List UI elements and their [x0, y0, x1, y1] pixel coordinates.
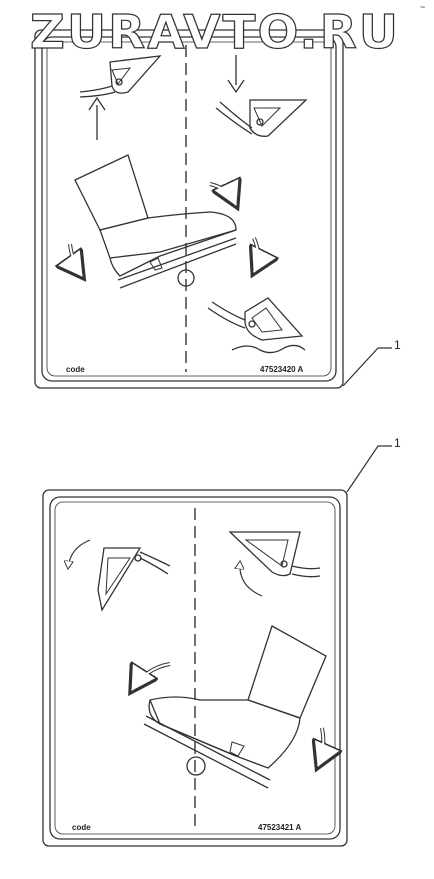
boot-icon: [143, 625, 327, 789]
decal-bottom-code-label: code: [72, 823, 91, 832]
lever-released-icon: [79, 55, 162, 98]
pivot-icon: [177, 269, 195, 287]
curved-arrow-top-right-icon: [240, 562, 263, 597]
callout-number-top: 1: [394, 338, 401, 352]
callout-number-bottom: 1: [394, 436, 401, 450]
decal-bottom-part-number: 47523421 A: [258, 823, 302, 832]
curved-arrow-right-top-icon: [209, 184, 236, 205]
curved-arrow-left-icon: [70, 243, 82, 276]
boot-icon: [74, 154, 237, 289]
curved-arrow-mid-left-icon: [132, 664, 171, 690]
lever-released-icon: [97, 547, 171, 612]
decal-top-outer-border: [34, 29, 344, 389]
pivot-icon: [186, 756, 206, 776]
lever-pressed-icon: [215, 99, 308, 137]
decal-top: [34, 29, 344, 389]
decal-bottom-inner-border: [49, 496, 341, 840]
decal-top-code-label: code: [66, 365, 85, 374]
decal-top-part-number: 47523420 A: [260, 365, 304, 374]
curved-arrow-top-left-icon: [68, 539, 91, 568]
watermark-text: ZURAVTO.RU: [30, 5, 400, 59]
decal-bottom-outer-border: [42, 489, 348, 847]
decal-top-inner-border: [41, 36, 337, 382]
up-arrow-icon: [88, 96, 106, 140]
svg-text:~: ~: [420, 2, 425, 12]
lever-pressed-icon: [228, 531, 321, 578]
down-arrow-icon: [227, 55, 245, 94]
callout-leader-bottom: [346, 445, 392, 493]
callout-leader-top: [342, 347, 392, 387]
decal-bottom: [42, 489, 348, 847]
lever-bottom-icon: [207, 297, 306, 354]
